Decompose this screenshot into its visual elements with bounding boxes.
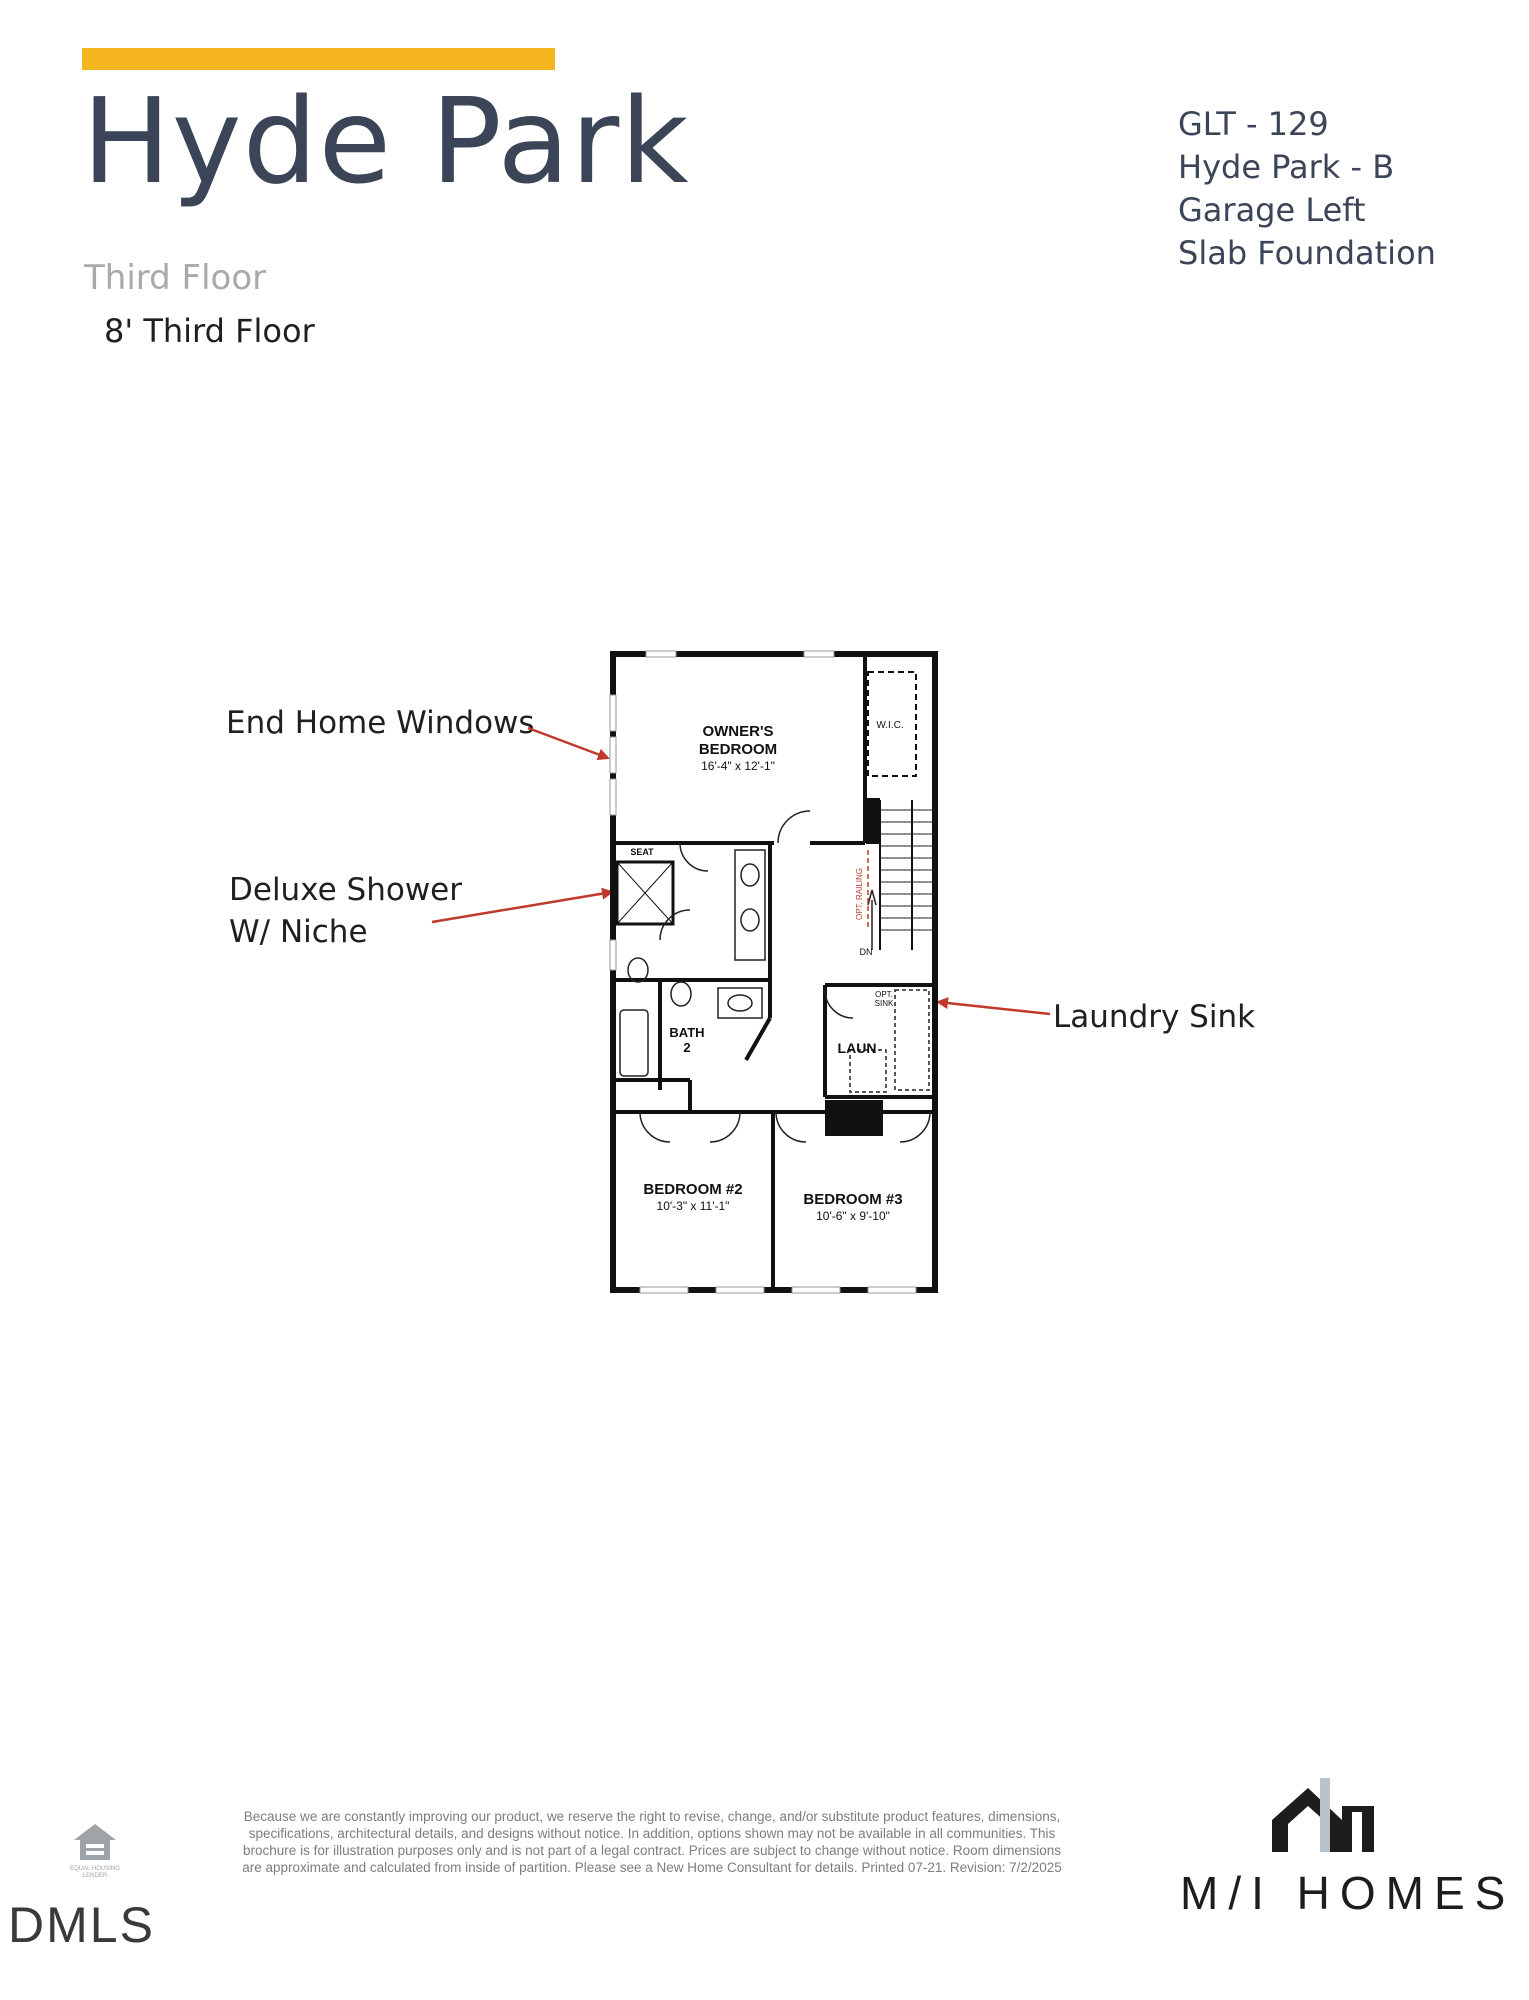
brand-name: M/I HOMES: [1180, 1867, 1516, 1919]
bedroom2-dim: 10'-3" x 11'-1": [657, 1199, 730, 1213]
page-title: Hyde Park: [82, 72, 690, 210]
spec-model: Hyde Park - B: [1178, 148, 1395, 186]
spec-garage: Garage Left: [1178, 191, 1366, 229]
spec-lot: GLT - 129: [1178, 105, 1329, 143]
windows: [609, 650, 917, 1294]
spec-block: GLT - 129 Hyde Park - B Garage Left Slab…: [1178, 103, 1436, 275]
accent-bar: [82, 48, 555, 70]
equal-housing-lender: EQUAL HOUSING LENDER: [70, 1820, 120, 1879]
bath2-num: 2: [683, 1040, 690, 1055]
bedroom3-dim: 10'-6" x 9'-10": [816, 1209, 890, 1223]
arrow-laundry-sink: [936, 997, 1051, 1016]
equal-housing-lender-icon: [74, 1824, 116, 1860]
opt-sink-label: OPT.: [875, 990, 893, 999]
dmls-watermark: DMLS: [8, 1897, 155, 1953]
floor-height-label: 8' Third Floor: [104, 312, 315, 350]
equal-housing-lender-text: EQUAL HOUSING LENDER: [70, 1866, 120, 1879]
callout-shower: Deluxe Shower W/ Niche: [229, 869, 462, 953]
callout-laundry-sink: Laundry Sink: [1053, 999, 1256, 1035]
owners-bedroom-dim: 16'-4" x 12'-1": [701, 759, 775, 773]
arrow-shower: [431, 887, 614, 924]
owners-bedroom-label: OWNER'S: [702, 723, 773, 740]
stair-treads: [880, 809, 935, 931]
wic-label: W.I.C.: [876, 720, 903, 731]
seat-label: SEAT: [630, 847, 654, 857]
callout-shower-line2: W/ Niche: [229, 914, 368, 950]
dn-label: DN: [860, 947, 873, 957]
laundry-label: LAUN: [838, 1040, 877, 1056]
bath2-label: BATH: [669, 1025, 704, 1040]
bedroom3-label: BEDROOM #3: [803, 1191, 902, 1208]
fixtures: [619, 810, 931, 1143]
bedroom2-label: BEDROOM #2: [643, 1181, 742, 1198]
interior-walls: [613, 654, 935, 1290]
opt-railing-label: OPT. RAILING: [855, 868, 864, 920]
floor-plan: OWNER'S BEDROOM 16'-4" x 12'-1" W.I.C. S…: [431, 650, 1051, 1294]
owners-bedroom-label-2: BEDROOM: [699, 741, 777, 758]
spec-foundation: Slab Foundation: [1178, 234, 1436, 272]
mi-homes-logo-icon: [1272, 1778, 1374, 1852]
floor-label: Third Floor: [84, 258, 267, 298]
callout-end-windows: End Home Windows: [226, 705, 535, 741]
column: [866, 798, 880, 844]
arrow-end-windows: [527, 726, 610, 761]
opt-sink-label-2: SINK: [875, 999, 894, 1008]
callout-shower-line1: Deluxe Shower: [229, 872, 462, 908]
disclaimer: Because we are constantly improving our …: [242, 1809, 1062, 1875]
mech-chase: [825, 1100, 883, 1136]
